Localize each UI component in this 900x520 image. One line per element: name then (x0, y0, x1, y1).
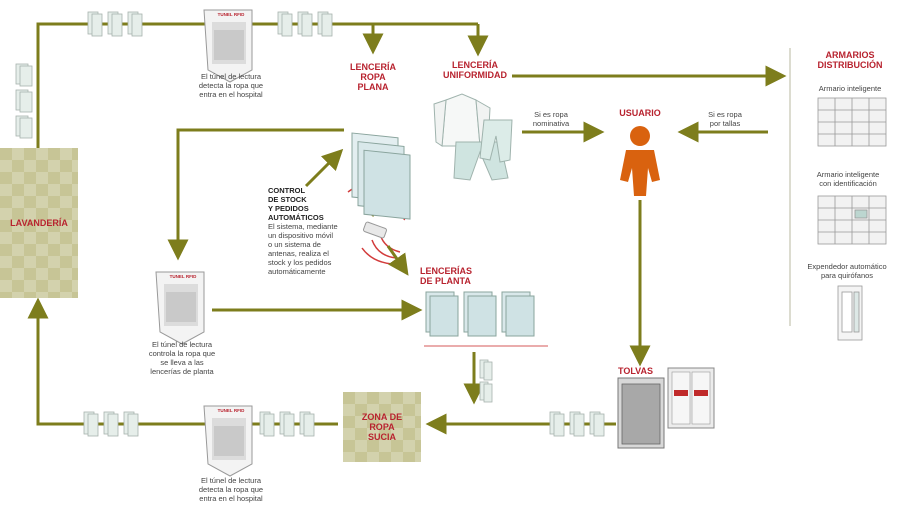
garment-bundles-top (87, 11, 333, 37)
tunnel-bottom-caption: El túnel de lectura detecta la ropa que … (198, 476, 264, 503)
tolvas-label: TOLVAS (618, 366, 654, 376)
lenceria-plana-label: LENCERÍA ROPA PLANA (349, 62, 396, 92)
armario-inteligente-label: Armario inteligente (818, 84, 882, 93)
lenceria-uniformidad-label: LENCERÍA UNIFORMIDAD (443, 60, 507, 80)
rfid-tunnel-middle (155, 271, 205, 345)
flow-line-plana-loop (167, 128, 344, 261)
vending-dispenser (837, 285, 863, 341)
garment-bundles-left (15, 63, 33, 139)
tunnel-sign-bottom: TUNEL RFID (217, 408, 245, 413)
expendedor-label: Expendedor automático para quirófanos (807, 262, 887, 280)
lencerias-planta-label: LENCERÍAS DE PLANTA (420, 266, 473, 286)
tunnel-sign-middle: TUNEL RFID (169, 274, 197, 279)
usuario-label: USUARIO (619, 108, 661, 118)
mobile-device-icon (363, 221, 387, 239)
planta-stacks (425, 291, 535, 337)
smart-cabinet-2 (817, 195, 887, 245)
control-stock-title: CONTROL DE STOCK Y PEDIDOS AUTOMÁTICOS (268, 186, 324, 222)
smart-cabinet-1 (817, 97, 887, 147)
garment-bundles-planta (479, 359, 493, 403)
control-stock-text: El sistema, mediante un dispositivo móvi… (268, 222, 338, 276)
tallas-caption: Si es ropa por tallas (708, 110, 742, 128)
tunnel-top-caption: El túnel de lectura detecta la ropa que … (198, 72, 264, 99)
ropa-sucia-label: ZONA DE ROPA SUCIA (361, 412, 403, 442)
rfid-tunnel-top (203, 9, 253, 83)
zone-ropa-sucia: ZONA DE ROPA SUCIA (343, 392, 421, 462)
armarios-title: ARMARIOS DISTRIBUCIÓN (817, 50, 883, 70)
rfid-arrow-down (386, 245, 409, 276)
flow-line-stock (304, 148, 344, 188)
tolva-cabinets (617, 367, 715, 449)
nominativa-caption: Si es ropa nominativa (532, 110, 570, 128)
rfid-tunnel-bottom (203, 405, 253, 477)
flat-linen-stack (351, 132, 411, 220)
garment-bundles-bottom (83, 411, 605, 437)
uniform-garments (433, 93, 513, 181)
armario-identificacion-label: Armario inteligente con identificación (816, 170, 880, 188)
tunnel-middle-caption: El túnel de lectura controla la ropa que… (148, 340, 216, 376)
tunnel-sign-top: TUNEL RFID (217, 12, 245, 17)
zone-lavanderia: LAVANDERÍA (0, 148, 78, 298)
lavanderia-label: LAVANDERÍA (10, 218, 68, 228)
user-figure-icon (620, 126, 660, 196)
